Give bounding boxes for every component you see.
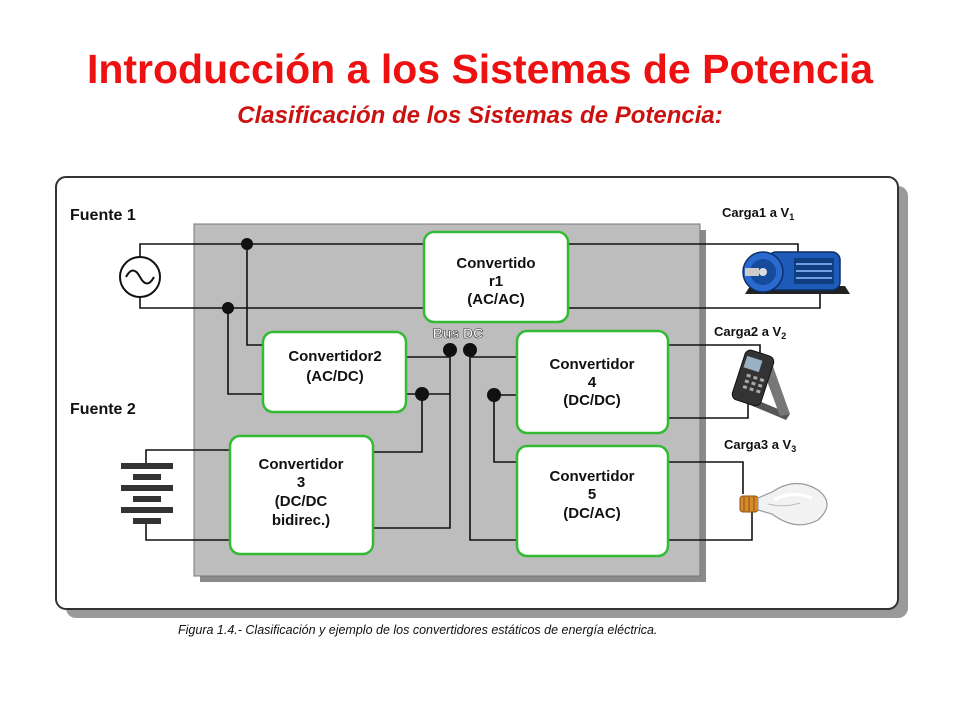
converter-1-line-1: Convertido bbox=[456, 255, 535, 272]
converter-4-line-3: (DC/DC) bbox=[563, 392, 621, 409]
junction-dot bbox=[443, 343, 457, 357]
battery-icon bbox=[121, 463, 173, 524]
wire-f1-c2-top bbox=[246, 244, 263, 346]
slide-subtitle: Clasificación de los Sistemas de Potenci… bbox=[237, 102, 723, 129]
wire-battery-top bbox=[145, 449, 230, 466]
converter-5: Convertidor 5 (DC/AC) bbox=[515, 444, 670, 558]
mobile-phone-icon bbox=[731, 349, 790, 420]
light-bulb-icon bbox=[739, 482, 828, 526]
converter-2: Convertidor2 (AC/DC) bbox=[261, 330, 408, 414]
source-1-label: Fuente 1 bbox=[70, 207, 136, 224]
converter-4-line-1: Convertidor bbox=[549, 356, 634, 373]
slide-title: Introducción a los Sistemas de Potencia bbox=[86, 46, 874, 92]
converter-2-line-2: (AC/DC) bbox=[306, 368, 364, 385]
wire-c1-load1-bottom bbox=[568, 290, 821, 309]
figure-caption: Figura 1.4.- Clasificación y ejemplo de … bbox=[178, 623, 658, 637]
converter-5-line-1: Convertidor bbox=[549, 468, 634, 485]
load-1-label: Carga1 a V1 bbox=[722, 205, 794, 222]
wire-c2-c3 bbox=[373, 393, 423, 453]
junction-dot bbox=[222, 302, 234, 314]
converter-5-line-2: 5 bbox=[588, 486, 596, 503]
wire-bus-c5 bbox=[493, 395, 517, 463]
wire-battery-bottom bbox=[145, 524, 230, 541]
junction-dot bbox=[463, 343, 477, 357]
wire-c5-load3-bottom bbox=[668, 510, 753, 541]
converter-3-line-3: (DC/DC bbox=[275, 493, 328, 510]
converter-4: Convertidor 4 (DC/DC) bbox=[515, 329, 670, 435]
converter-5-line-3: (DC/AC) bbox=[563, 505, 621, 522]
converter-4-line-2: 4 bbox=[588, 374, 597, 391]
converter-3-line-4: bidirec.) bbox=[272, 512, 330, 529]
converter-3: Convertidor 3 (DC/DC bidirec.) bbox=[228, 434, 375, 556]
wire-c5-load3-top bbox=[668, 461, 744, 494]
converter-1-line-2: r1 bbox=[489, 273, 503, 290]
converter-2-line-1: Convertidor2 bbox=[288, 348, 381, 365]
load-2-label: Carga2 a V2 bbox=[714, 324, 786, 341]
bus-line-1 bbox=[373, 350, 451, 529]
converter-3-line-1: Convertidor bbox=[258, 456, 343, 473]
bus-dc-label: Bus DC bbox=[433, 325, 484, 341]
wire-c4-load2-bottom bbox=[668, 400, 749, 419]
motor-icon bbox=[742, 251, 850, 294]
bus-line-2 bbox=[469, 350, 517, 541]
junction-dot bbox=[241, 238, 253, 250]
converter-1-line-3: (AC/AC) bbox=[467, 291, 525, 308]
ac-source-icon bbox=[119, 256, 161, 298]
junction-dot bbox=[415, 387, 429, 401]
wire-f1-c2-bottom bbox=[227, 308, 263, 395]
converter-3-line-2: 3 bbox=[297, 474, 305, 491]
converter-1: Convertido r1 (AC/AC) bbox=[422, 230, 570, 324]
junction-dot bbox=[487, 388, 501, 402]
junctions bbox=[222, 238, 501, 402]
load-3-label: Carga3 a V3 bbox=[724, 437, 796, 454]
source-2-label: Fuente 2 bbox=[70, 401, 136, 418]
